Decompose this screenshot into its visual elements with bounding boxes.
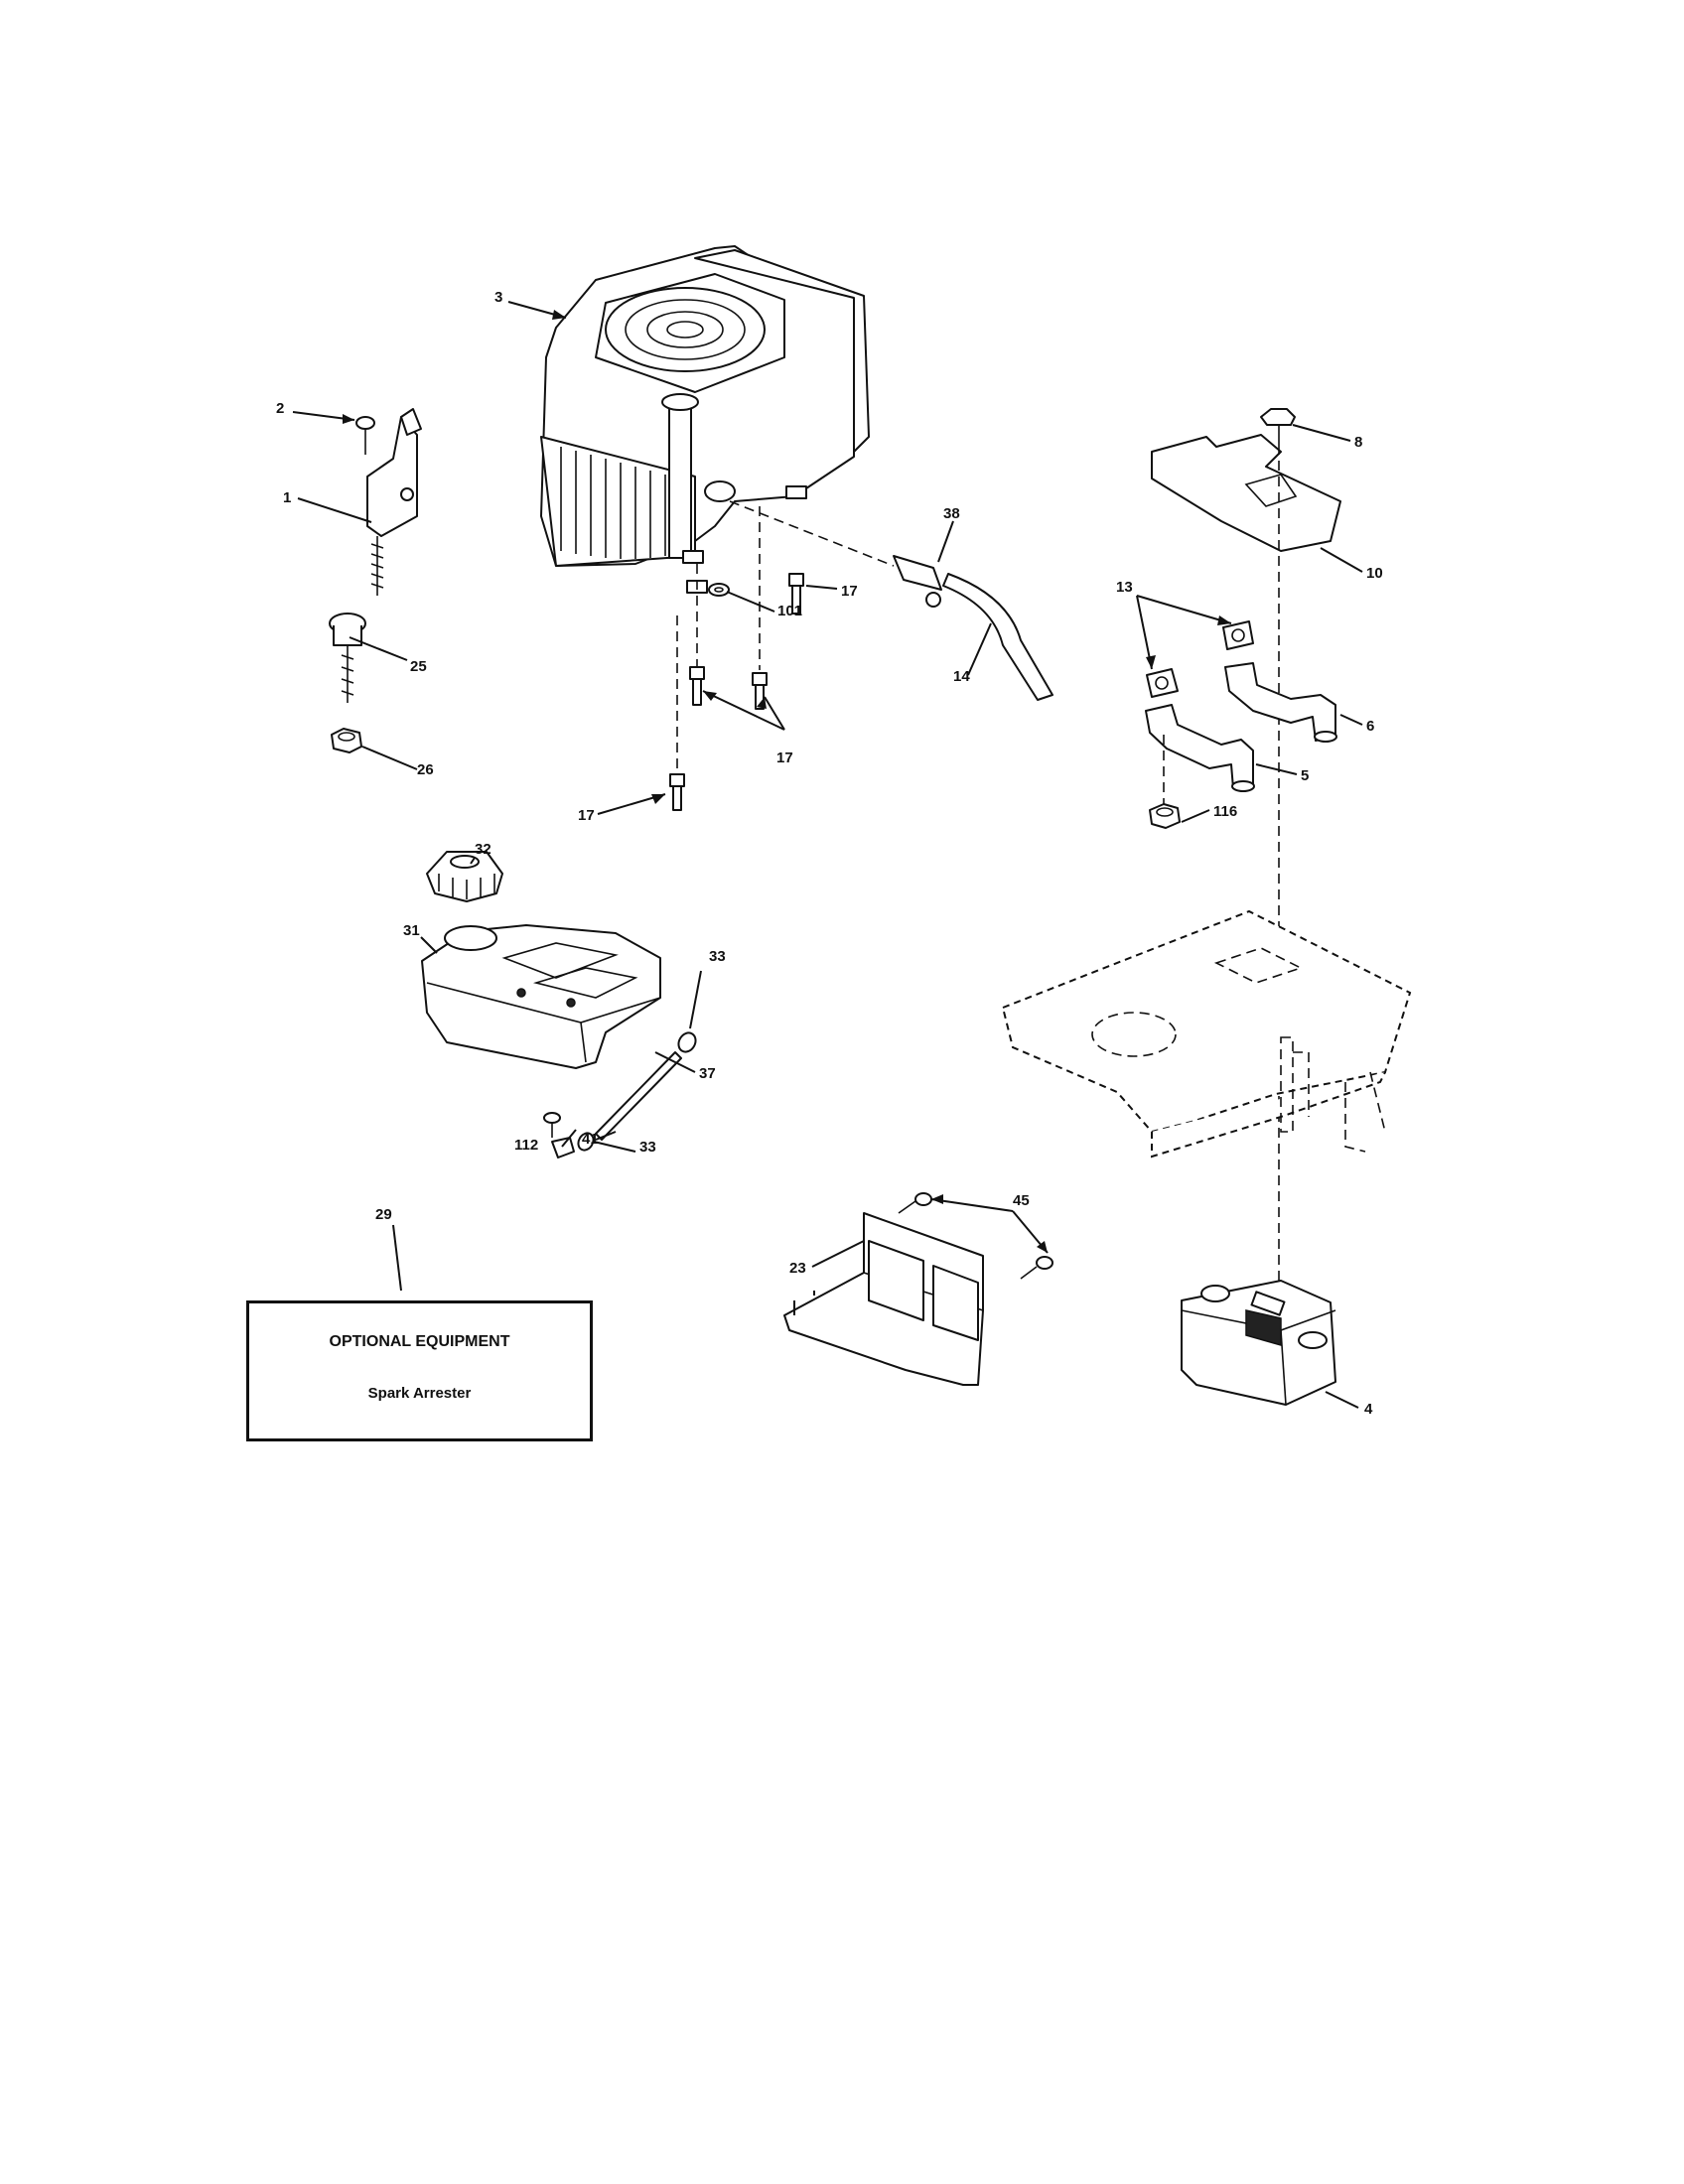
gasket-13-b (1146, 668, 1179, 698)
throttle-control-bracket (366, 408, 422, 596)
callout-2: 2 (276, 400, 284, 417)
fuel-cap-32 (426, 851, 503, 902)
callout-29: 29 (375, 1206, 392, 1223)
callout-3: 3 (494, 289, 502, 306)
muffler-guard-23 (783, 1212, 984, 1386)
callout-33-top: 33 (709, 948, 726, 965)
exhaust-pipe-5 (1145, 704, 1255, 792)
bolt-17-mid-left (689, 666, 705, 706)
callout-13: 13 (1116, 579, 1133, 596)
heat-shield-10 (1151, 434, 1341, 552)
engine (540, 245, 870, 594)
callout-10: 10 (1366, 565, 1383, 582)
callout-23: 23 (789, 1260, 806, 1277)
oil-drain-valve-38 (893, 555, 942, 608)
callout-112: 112 (514, 1137, 538, 1154)
washer-101 (708, 583, 730, 597)
bolt-17-mid-right (752, 672, 768, 710)
fitting-41 (551, 1137, 575, 1159)
callout-26: 26 (417, 761, 434, 778)
exhaust-pipe-6 (1224, 662, 1337, 743)
callout-37: 37 (699, 1065, 716, 1082)
callout-4: 4 (1364, 1401, 1373, 1418)
callout-25: 25 (410, 658, 427, 675)
arrowheads (343, 310, 1231, 1253)
callout-45: 45 (1013, 1192, 1030, 1209)
bolt-17-right (788, 573, 804, 614)
callout-33-bottom: 33 (639, 1139, 656, 1156)
optional-equipment-title: OPTIONAL EQUIPMENT (329, 1333, 510, 1350)
bolt-45-bottom (1020, 1256, 1053, 1280)
callout-17-right: 17 (841, 583, 858, 600)
nut-26 (331, 728, 362, 753)
callout-31: 31 (403, 922, 420, 939)
callout-5: 5 (1301, 767, 1309, 784)
callout-8: 8 (1354, 434, 1362, 451)
callout-116: 116 (1213, 803, 1237, 820)
drain-hose-14 (942, 573, 1053, 701)
callout-41: 41 (582, 1131, 599, 1148)
gasket-13-a (1222, 620, 1254, 650)
spark-arrester-label: Spark Arrester (367, 1385, 472, 1402)
callout-6: 6 (1366, 718, 1374, 735)
control-knob-25 (329, 613, 366, 703)
callout-17-mid: 17 (776, 750, 793, 766)
clamp-33-bottom (577, 1132, 595, 1152)
callout-1: 1 (283, 489, 291, 506)
callout-38: 38 (943, 505, 960, 522)
callout-14: 14 (953, 668, 970, 685)
fuel-line-37 (595, 1051, 682, 1141)
muffler-4 (1181, 1280, 1336, 1406)
callout-32: 32 (475, 841, 491, 858)
screw-2 (355, 416, 375, 455)
knob-8 (1260, 408, 1296, 445)
callout-17-bottom: 17 (578, 807, 595, 824)
fuel-tank-31 (421, 924, 661, 1069)
bolt-45-top (898, 1192, 932, 1214)
callout-101: 101 (777, 603, 802, 619)
lock-nut-116 (1149, 803, 1181, 829)
chassis-frame (1001, 909, 1412, 1159)
bolt-17-bottom (669, 773, 685, 811)
optional-equipment-box: OPTIONAL EQUIPMENT Spark Arrester (246, 1300, 593, 1441)
grommet-112 (543, 1112, 561, 1138)
clamp-33-top (677, 1031, 697, 1053)
